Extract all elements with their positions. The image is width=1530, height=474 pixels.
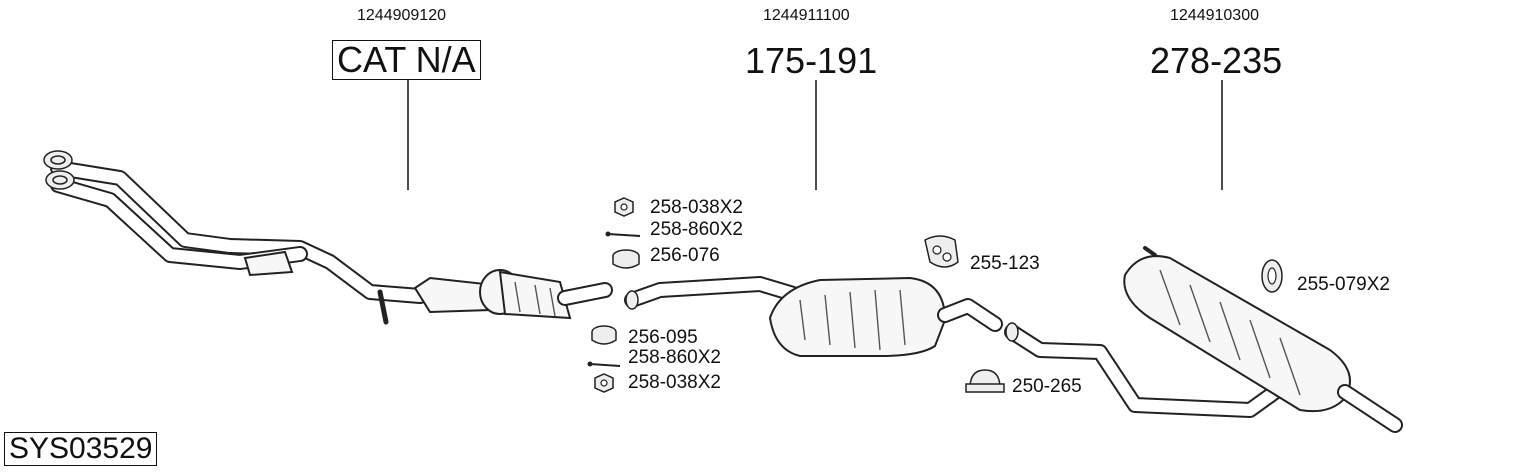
rear-silencer: [1004, 246, 1403, 433]
label-nut-top: 258-038X2: [650, 197, 743, 218]
label-nut-bottom: 258-038X2: [628, 372, 721, 393]
part-number-cat: CAT N/A: [332, 40, 481, 80]
nut-icon-top: [614, 197, 634, 217]
front-pipe-with-catalyst: [43, 150, 613, 325]
nut-icon-bottom: [594, 373, 614, 393]
label-bolt-top: 258-860X2: [650, 219, 743, 240]
part-number-rear: 278-235: [1150, 40, 1283, 81]
label-hanger-mid: 255-123: [970, 253, 1040, 274]
bolt-icon-top: [605, 231, 641, 237]
label-hanger-rear: 255-079X2: [1297, 274, 1390, 295]
oem-number-cat: 1244909120: [357, 7, 446, 24]
oem-number-middle: 1244911100: [763, 7, 850, 24]
label-clamp: 250-265: [1012, 376, 1082, 397]
system-code: SYS03529: [4, 432, 158, 466]
ring-icon-top: [612, 249, 640, 269]
middle-silencer: [624, 276, 1003, 357]
clamp-icon: [965, 369, 1005, 393]
bolt-icon-bottom: [587, 361, 621, 367]
rubber-hanger-icon-rear: [1261, 259, 1283, 293]
label-bolt-bottom: 258-860X2: [628, 347, 721, 368]
part-number-middle: 175-191: [745, 40, 878, 81]
label-ring-top: 256-076: [650, 245, 720, 266]
rubber-hanger-icon-mid: [924, 235, 959, 268]
label-gasket: 256-095: [628, 327, 698, 348]
oem-number-rear: 1244910300: [1170, 7, 1259, 24]
gasket-icon: [591, 325, 617, 345]
